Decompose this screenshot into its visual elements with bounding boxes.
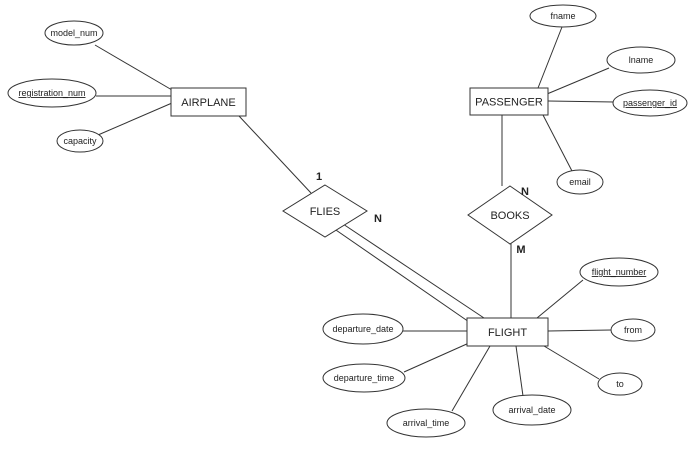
- attribute-model-num-ellipse: [44, 20, 104, 46]
- entity-flight[interactable]: FLIGHT: [466, 317, 549, 347]
- attribute-arrival-time[interactable]: arrival_time: [386, 408, 466, 438]
- entity-passenger-box: [469, 87, 549, 116]
- attribute-arrival-date-label: arrival_date: [508, 405, 555, 415]
- attribute-registration-num[interactable]: registration_num: [7, 78, 97, 108]
- attribute-arrival-time-ellipse: [386, 408, 466, 438]
- attribute-to-label: to: [616, 379, 624, 389]
- attribute-departure-date[interactable]: departure_date: [322, 313, 404, 345]
- attribute-flight-number-ellipse: [579, 257, 659, 287]
- attribute-from-label: from: [624, 325, 642, 335]
- attribute-fname-label: fname: [550, 11, 575, 21]
- attribute-flight-number[interactable]: flight_number: [579, 257, 659, 287]
- relationship-books-label: BOOKS: [490, 210, 529, 222]
- attribute-lname-ellipse: [606, 46, 676, 74]
- attribute-departure-time-ellipse: [322, 363, 406, 393]
- attribute-email-label: email: [569, 177, 591, 187]
- attribute-passenger-id-ellipse: [612, 89, 688, 117]
- attribute-fname[interactable]: fname: [529, 4, 597, 28]
- attribute-model-num-label: model_num: [50, 28, 97, 38]
- line-flight-number: [536, 279, 584, 319]
- attribute-capacity-label: capacity: [63, 136, 97, 146]
- attribute-capacity-ellipse: [56, 129, 104, 153]
- attribute-departure-time[interactable]: departure_time: [322, 363, 406, 393]
- line-flies-flight-1: [342, 223, 485, 319]
- attribute-to-ellipse: [597, 372, 643, 396]
- attribute-arrival-time-label: arrival_time: [403, 418, 450, 428]
- attribute-from-ellipse: [610, 318, 656, 342]
- attribute-to[interactable]: to: [597, 372, 643, 396]
- attribute-registration-num-ellipse: [7, 78, 97, 108]
- entity-flight-box: [466, 317, 549, 347]
- attribute-fname-ellipse: [529, 4, 597, 28]
- relationship-books-diamond: [467, 185, 553, 245]
- cardinality-flies-flight: N: [374, 213, 382, 225]
- relationship-flies-diamond: [282, 184, 368, 238]
- line-email: [542, 114, 573, 172]
- line-model-num: [94, 44, 173, 91]
- attribute-registration-num-label: registration_num: [18, 88, 85, 98]
- relationship-books[interactable]: BOOKS: [467, 185, 553, 245]
- line-passenger-id: [547, 100, 615, 103]
- attribute-departure-date-label: departure_date: [332, 324, 393, 334]
- attribute-capacity[interactable]: capacity: [56, 129, 104, 153]
- line-to: [543, 345, 600, 380]
- line-flies-flight-2: [332, 227, 473, 325]
- attribute-email[interactable]: email: [556, 169, 604, 195]
- cardinality-books-flight: M: [516, 244, 525, 256]
- attribute-flight-number-label: flight_number: [592, 267, 647, 277]
- entity-passenger-label: PASSENGER: [475, 97, 543, 109]
- line-lname: [546, 67, 610, 95]
- attribute-from[interactable]: from: [610, 318, 656, 342]
- attribute-email-ellipse: [556, 169, 604, 195]
- entity-passenger[interactable]: PASSENGER: [469, 87, 549, 116]
- attribute-departure-time-label: departure_time: [334, 373, 395, 383]
- line-from: [547, 329, 612, 332]
- cardinality-flies-airplane: 1: [316, 171, 322, 183]
- connector-lines: [94, 26, 615, 412]
- entity-airplane-label: AIRPLANE: [181, 97, 235, 109]
- attribute-passenger-id[interactable]: passenger_id: [612, 89, 688, 117]
- entity-airplane-box: [170, 87, 247, 117]
- attribute-lname-label: lname: [629, 55, 654, 65]
- entity-flight-label: FLIGHT: [488, 327, 527, 339]
- relationship-flies-label: FLIES: [310, 206, 341, 218]
- line-arrival-time: [451, 345, 491, 412]
- attribute-arrival-date[interactable]: arrival_date: [492, 394, 572, 426]
- line-capacity: [97, 102, 173, 136]
- cardinality-books-passenger: N: [521, 186, 529, 198]
- entity-airplane[interactable]: AIRPLANE: [170, 87, 247, 117]
- attribute-lname[interactable]: lname: [606, 46, 676, 74]
- line-departure-time: [403, 342, 470, 373]
- line-fname: [537, 26, 563, 89]
- attribute-arrival-date-ellipse: [492, 394, 572, 426]
- relationship-flies[interactable]: FLIES: [282, 184, 368, 238]
- line-arrival-date: [515, 345, 524, 397]
- attribute-departure-date-ellipse: [322, 313, 404, 345]
- attribute-model-num[interactable]: model_num: [44, 20, 104, 46]
- attribute-passenger-id-label: passenger_id: [623, 98, 677, 108]
- line-airplane-flies: [238, 115, 312, 194]
